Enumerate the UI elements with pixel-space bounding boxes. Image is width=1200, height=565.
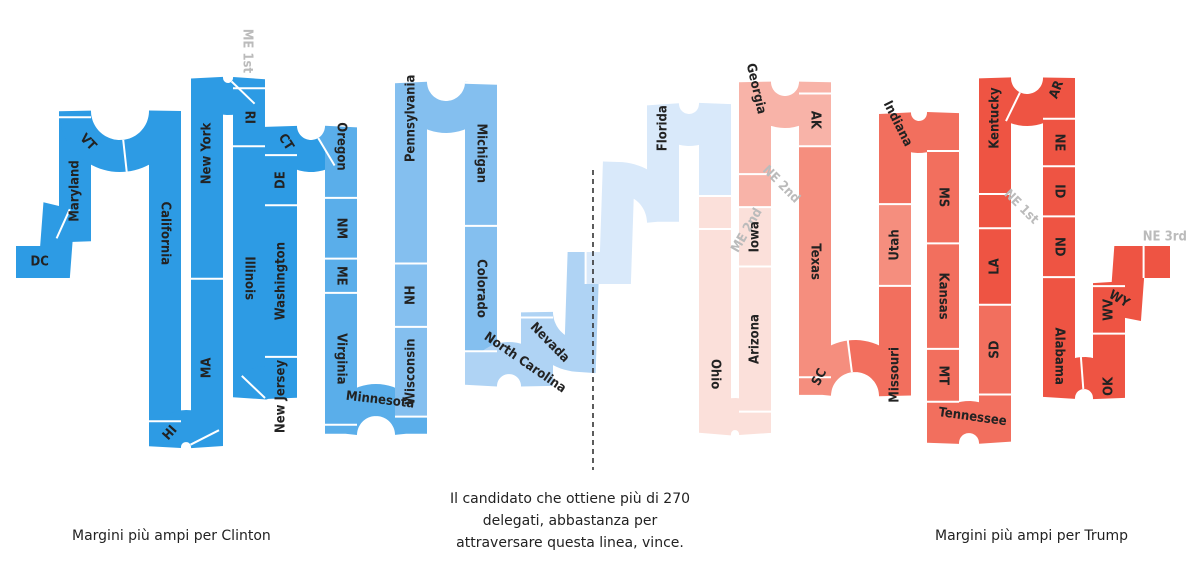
state-segment-pennsylvania [395,81,497,264]
segment-divider [241,375,266,399]
state-segment-minnesota [325,383,427,435]
segment-divider [190,429,220,446]
state-label: Colorado [474,259,489,318]
state-label: Texas [808,243,823,280]
state-label: Alabama [1052,328,1067,385]
state-label: OK [1102,376,1117,396]
state-label: MA [200,358,215,379]
state-label: ME [334,266,349,286]
state-segment-california [122,110,181,422]
state-label: ND [1052,237,1067,257]
state-segment-dc [16,202,74,278]
state-segment-ohio [699,229,771,436]
state-label: Kentucky [988,87,1003,149]
state-label: Pennsylvania [404,75,419,162]
state-segment-illinois [233,146,267,400]
state-segment-kentucky [979,77,1021,194]
state-segment-florida [585,102,731,284]
state-label: California [158,201,173,265]
state-segment-oregon [317,125,357,199]
state-label: NE [1052,134,1067,152]
state-label: Illinois [242,256,257,300]
threshold-caption-line: attraversare questa linea, vince. [456,535,684,551]
state-label: Oregon [334,122,349,170]
state-label: Washington [274,242,289,320]
state-segment-vt [59,110,127,173]
state-label: Missouri [888,347,903,403]
state-label: Florida [656,105,671,151]
state-label: DC [31,255,49,270]
segment-divider [1079,357,1085,390]
segment-divider [55,208,71,239]
state-segment-new-jersey [242,356,297,400]
state-label: SC [809,366,830,388]
state-label: Virginia [334,333,349,384]
state-segment-ok [1081,333,1125,400]
trump-caption: Margini più ampi per Trump [935,528,1129,544]
state-segment-alabama [1043,277,1085,399]
threshold-caption-line: delegati, abbastanza per [482,513,658,529]
state-label: AK [808,111,823,130]
segment-divider [846,340,853,373]
state-segment-indiana [879,112,959,205]
segment-divider [1005,91,1021,122]
state-label: Maryland [68,160,83,222]
state-segment-new-york [191,76,255,279]
segment-divider [230,80,256,105]
state-label: Arizona [748,314,763,364]
state-label: Ohio [708,359,723,389]
state-segment-ct [265,125,335,172]
state-segment-missouri [848,285,911,397]
state-label: NM [334,218,349,239]
state-label: DE [274,171,289,189]
state-segment-ma [190,278,223,449]
state-label: Utah [888,229,903,260]
state-label: MS [936,187,951,207]
state-label: Wisconsin [404,338,419,404]
state-label: New York [200,123,215,185]
state-label: Kansas [936,273,951,320]
state-label: RI [242,111,257,124]
state-label: NH [404,285,419,305]
state-segment-tennessee [927,394,1011,444]
state-label: ME 1st [239,29,254,74]
state-label: LA [988,258,1003,275]
threshold-caption-line: Il candidato che ottiene più di 270 [449,491,691,507]
state-label: NE 3rd [1143,230,1187,245]
state-label: New Jersey [274,360,289,434]
clinton-caption: Margini più ampi per Clinton [72,528,271,544]
state-segment-ar [1006,77,1075,127]
state-label: AR [1047,79,1068,101]
state-label: Iowa [748,221,763,252]
state-label: WV [1102,299,1117,321]
segment-divider [122,139,128,172]
state-label: ID [1052,184,1067,198]
state-segment-nevada [521,252,600,374]
snake-segments [16,76,1170,449]
segment-divider [464,81,498,85]
state-label: SD [988,340,1003,358]
state-label: Michigan [474,124,489,184]
state-label: MT [936,365,951,385]
snake-dividers [55,80,1145,446]
threshold-caption: Il candidato che ottiene più di 270 dele… [420,488,720,554]
segment-divider [317,137,336,167]
